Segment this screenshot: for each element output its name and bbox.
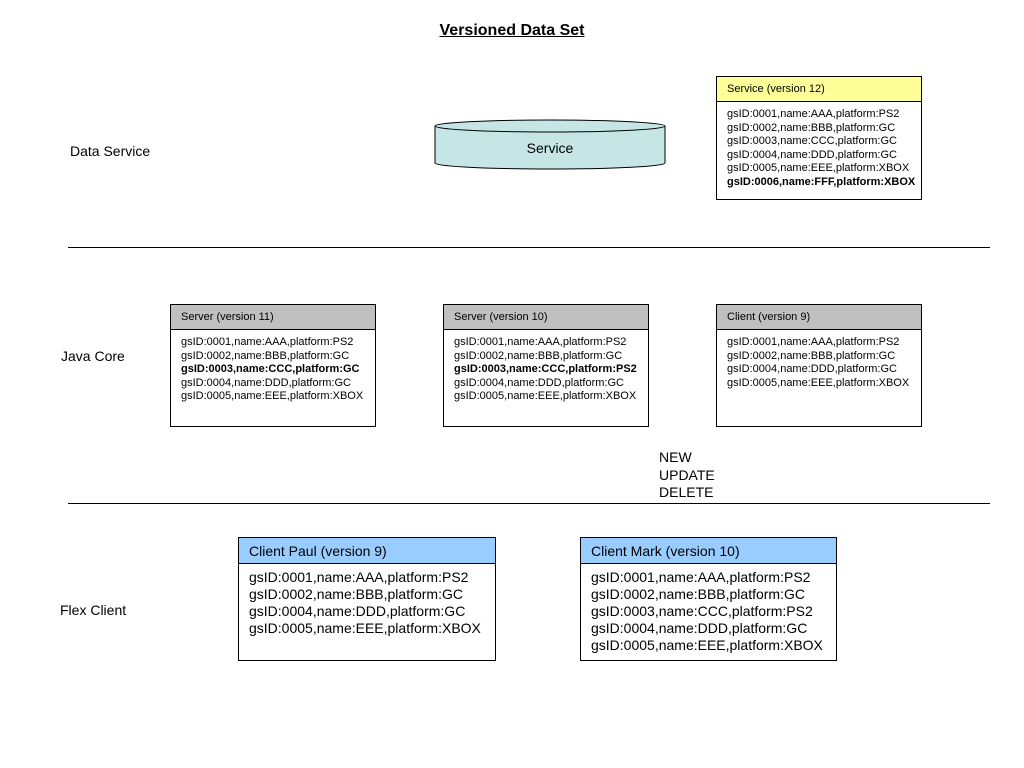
record-row: gsID:0001,name:AAA,platform:PS2 xyxy=(181,336,354,348)
service-version-box-title: Service (version 12) xyxy=(717,77,921,102)
row-label-data-service: Data Service xyxy=(70,143,151,159)
server-v10-box-title: Server (version 10) xyxy=(444,305,648,330)
client-mark-box: Client Mark (version 10) gsID:0001,name:… xyxy=(580,537,837,661)
client-paul-box: Client Paul (version 9) gsID:0001,name:A… xyxy=(238,537,496,661)
client-v9-box-title: Client (version 9) xyxy=(717,305,921,330)
record-row: gsID:0005,name:EEE,platform:XBOX xyxy=(591,637,823,653)
record-row: gsID:0002,name:BBB,platform:GC xyxy=(249,586,463,602)
record-row: gsID:0003,name:CCC,platform:GC xyxy=(727,135,897,148)
record-row: gsID:0005,name:EEE,platform:XBOX xyxy=(249,620,481,636)
record-row: gsID:0004,name:DDD,platform:GC xyxy=(727,363,897,376)
record-row: gsID:0003,name:CCC,platform:PS2 xyxy=(591,603,813,619)
record-row: gsID:0004,name:DDD,platform:GC xyxy=(181,376,351,389)
row-label-java-core: Java Core xyxy=(61,348,125,364)
operations-list: NEW UPDATE DELETE xyxy=(659,449,715,502)
record-row: gsID:0001,name:AAA,platform:PS2 xyxy=(249,569,469,585)
service-version-box-records: gsID:0001,name:AAA,platform:PS2 gsID:000… xyxy=(717,102,921,190)
record-row: gsID:0005,name:EEE,platform:XBOX xyxy=(454,390,637,403)
record-row: gsID:0002,name:BBB,platform:GC xyxy=(591,586,805,602)
record-row: gsID:0005,name:EEE,platform:XBOX xyxy=(727,376,910,389)
client-paul-box-title: Client Paul (version 9) xyxy=(239,538,495,564)
server-v11-box: Server (version 11) gsID:0001,name:AAA,p… xyxy=(170,304,376,427)
operation-update: UPDATE xyxy=(659,466,715,483)
record-row: gsID:0002,name:BBB,platform:GC xyxy=(727,121,896,134)
service-cylinder xyxy=(434,119,666,170)
client-mark-box-title: Client Mark (version 10) xyxy=(581,538,836,564)
service-cylinder-label: Service xyxy=(526,140,574,156)
record-row: gsID:0001,name:AAA,platform:PS2 xyxy=(454,336,627,348)
record-row: gsID:0004,name:DDD,platform:GC xyxy=(727,148,897,161)
row-label-flex-client: Flex Client xyxy=(60,602,127,618)
server-v11-box-title: Server (version 11) xyxy=(171,305,375,330)
record-row: gsID:0002,name:BBB,platform:GC xyxy=(181,349,350,362)
divider-bottom xyxy=(68,503,990,504)
record-row: gsID:0004,name:DDD,platform:GC xyxy=(249,603,466,619)
record-row: gsID:0002,name:BBB,platform:GC xyxy=(727,349,896,362)
server-v10-box-records: gsID:0001,name:AAA,platform:PS2 gsID:000… xyxy=(444,330,648,404)
service-version-box: Service (version 12) gsID:0001,name:AAA,… xyxy=(716,76,922,200)
client-paul-box-records: gsID:0001,name:AAA,platform:PS2 gsID:000… xyxy=(239,564,495,637)
record-row: gsID:0001,name:AAA,platform:PS2 xyxy=(591,569,811,585)
record-row: gsID:0005,name:EEE,platform:XBOX xyxy=(727,162,910,175)
record-row-highlighted: gsID:0003,name:CCC,platform:PS2 xyxy=(454,363,637,376)
record-row: gsID:0001,name:AAA,platform:PS2 xyxy=(727,108,900,120)
record-row: gsID:0004,name:DDD,platform:GC xyxy=(591,620,808,636)
client-mark-box-records: gsID:0001,name:AAA,platform:PS2 gsID:000… xyxy=(581,564,836,654)
record-row: gsID:0002,name:BBB,platform:GC xyxy=(454,349,623,362)
client-v9-box: Client (version 9) gsID:0001,name:AAA,pl… xyxy=(716,304,922,427)
server-v11-box-records: gsID:0001,name:AAA,platform:PS2 gsID:000… xyxy=(171,330,375,404)
record-row: gsID:0005,name:EEE,platform:XBOX xyxy=(181,390,364,403)
record-row: gsID:0001,name:AAA,platform:PS2 xyxy=(727,336,900,348)
page-title: Versioned Data Set xyxy=(439,22,585,39)
divider-top xyxy=(68,247,990,248)
server-v10-box: Server (version 10) gsID:0001,name:AAA,p… xyxy=(443,304,649,427)
operation-delete: DELETE xyxy=(659,484,714,500)
record-row: gsID:0004,name:DDD,platform:GC xyxy=(454,376,624,389)
record-row-highlighted: gsID:0006,name:FFF,platform:XBOX xyxy=(727,175,916,188)
client-v9-box-records: gsID:0001,name:AAA,platform:PS2 gsID:000… xyxy=(717,330,921,390)
record-row-highlighted: gsID:0003,name:CCC,platform:GC xyxy=(181,363,360,376)
operation-new: NEW xyxy=(659,449,692,465)
